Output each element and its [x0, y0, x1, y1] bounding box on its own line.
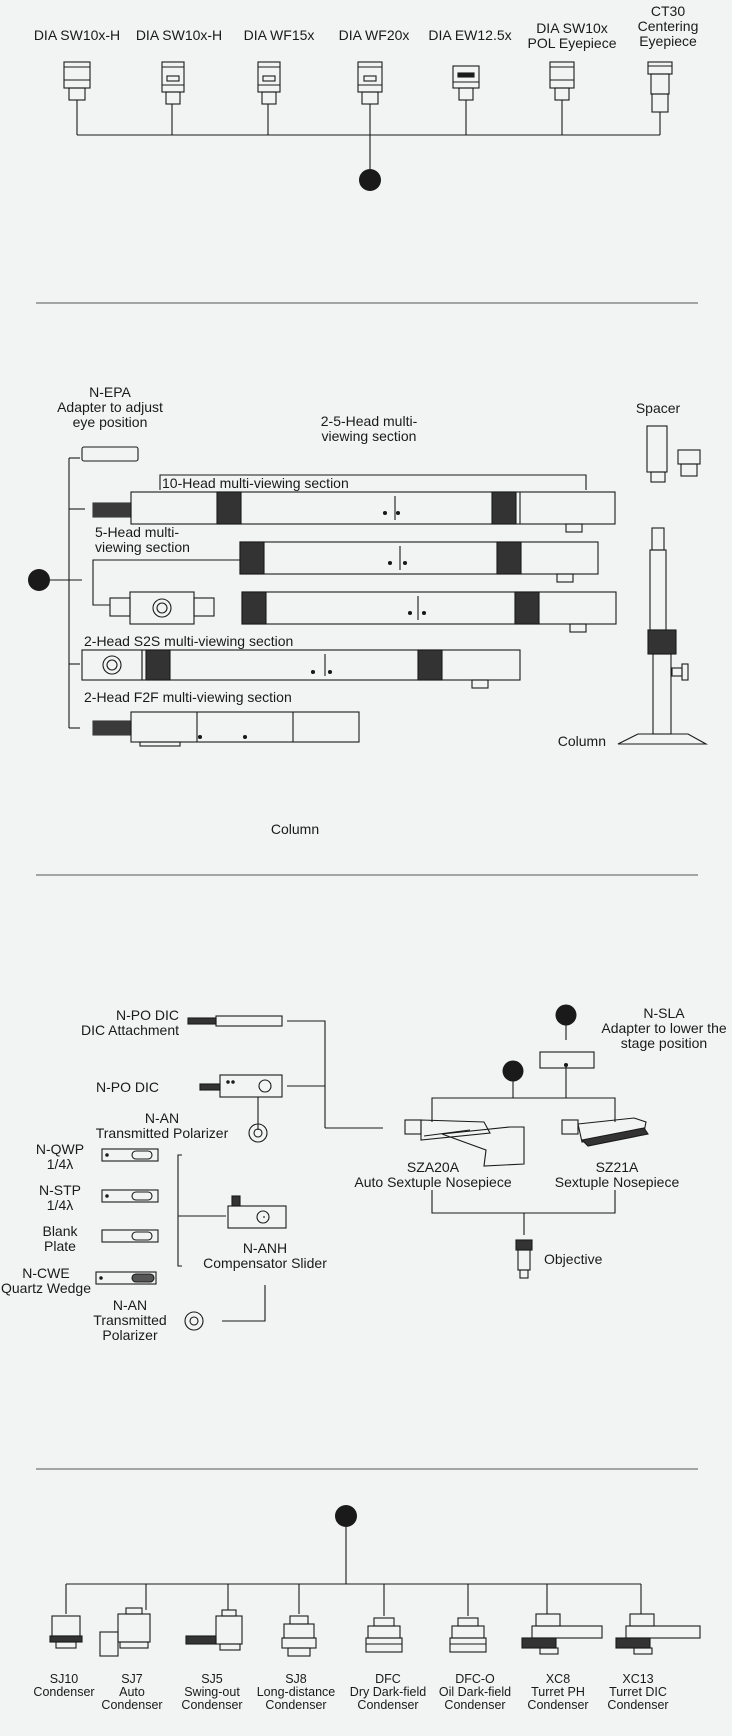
condenser-label: SJ7 Auto Condenser	[101, 1672, 163, 1712]
condenser-label: SJ8 Long-distance Condenser	[256, 1672, 336, 1712]
spacer-label: Spacer	[635, 400, 681, 416]
head2-s2s-bar-icon	[81, 649, 521, 689]
head25-label: 2-5-Head multi- viewing section	[320, 413, 418, 444]
nan-polarizer-label: N-AN Transmitted Polarizer	[95, 1110, 229, 1141]
eyepiece-label: DIA SW10x-H	[33, 27, 121, 43]
nanh-compensator-icon	[227, 1195, 287, 1229]
condenser-label: DFC-O Oil Dark-field Condenser	[438, 1672, 512, 1712]
sz21a-nosepiece-icon	[561, 1117, 649, 1147]
dfc-o-oil-darkfield-condenser-icon	[449, 1617, 487, 1653]
eyepiece-dia-sw10x-h-icon-1	[63, 61, 91, 101]
ncwe-slider-icon	[95, 1271, 157, 1285]
nan-polarizer-icon	[248, 1123, 268, 1143]
head5-bar-icon	[239, 541, 599, 583]
eyepiece-dia-wf15x-icon	[257, 61, 281, 105]
condenser-label: XC13 Turret DIC Condenser	[607, 1672, 669, 1712]
eyepiece-dia-wf20x-icon	[357, 61, 383, 105]
connector-dot	[335, 1505, 357, 1527]
xc13-turret-dic-condenser-icon	[615, 1613, 701, 1655]
connector-dot	[28, 569, 50, 591]
sj5-swing-out-condenser-icon	[185, 1609, 243, 1651]
column-icon	[617, 527, 709, 745]
column-caption: Column	[270, 821, 320, 837]
condenser-label: XC8 Turret PH Condenser	[527, 1672, 589, 1712]
xc8-turret-ph-condenser-icon	[521, 1613, 603, 1655]
npo-dic-label: N-PO DIC	[96, 1079, 159, 1095]
head2-f2f-label: 2-Head F2F multi-viewing section	[84, 689, 292, 705]
objective-icon	[515, 1239, 533, 1279]
column-label: Column	[557, 733, 606, 749]
connector-dot	[502, 1060, 524, 1082]
npo-dic-attachment-icon	[187, 1015, 283, 1027]
eyepiece-label: DIA SW10x-H	[135, 27, 223, 43]
blank-plate-label: Blank Plate	[42, 1223, 78, 1254]
blank-plate-slider-icon	[101, 1229, 159, 1243]
sj7-auto-condenser-icon	[99, 1607, 151, 1657]
head10-label: 10-Head multi-viewing section	[162, 475, 349, 491]
eyepiece-label: DIA WF15x	[243, 27, 315, 43]
head2-s2s-label: 2-Head S2S multi-viewing section	[84, 633, 294, 649]
sza20a-label: SZA20A Auto Sextuple Nosepiece	[354, 1159, 512, 1190]
nqwp-label: N-QWP 1/4λ	[35, 1141, 85, 1172]
sza20a-nosepiece-icon	[404, 1119, 525, 1167]
condenser-tree	[65, 1505, 642, 1616]
npo-dic-attachment-label: N-PO DIC DIC Attachment	[80, 1007, 179, 1038]
nsla-label: N-SLA Adapter to lower the stage positio…	[601, 1005, 727, 1051]
spacer-icon	[646, 425, 701, 483]
eyepiece-label: DIA EW12.5x	[428, 27, 512, 43]
sj8-long-distance-condenser-icon	[281, 1615, 317, 1657]
head2-f2f-bar-icon	[92, 711, 360, 747]
nosepiece-tree	[177, 1004, 616, 1322]
condenser-label: SJ10 Condenser	[33, 1672, 95, 1699]
sj10-condenser-icon	[49, 1615, 83, 1649]
dfc-dry-darkfield-condenser-icon	[365, 1617, 403, 1653]
connector-dot	[359, 169, 381, 191]
nqwp-slider-icon	[101, 1148, 159, 1162]
connector-dot	[555, 1004, 577, 1026]
head10-bar-icon	[92, 491, 616, 533]
sz21a-label: SZ21A Sextuple Nosepiece	[554, 1159, 680, 1190]
eyepiece-ct30-icon	[647, 61, 673, 113]
npo-dic-icon	[199, 1074, 283, 1098]
eyepiece-label: DIA WF20x	[338, 27, 410, 43]
ncwe-label: N-CWE Quartz Wedge	[0, 1265, 92, 1296]
nan-polarizer-2-icon	[184, 1311, 204, 1331]
eyepiece-label: CT30 Centering Eyepiece	[637, 3, 699, 49]
nstp-slider-icon	[101, 1189, 159, 1203]
condenser-label: SJ5 Swing-out Condenser	[181, 1672, 243, 1712]
eyepiece-dia-sw10x-h-icon-2	[161, 61, 185, 105]
n-epa-adapter-icon	[81, 446, 139, 462]
multiview-tree	[28, 457, 587, 729]
eyepiece-tree	[76, 100, 661, 191]
eyepiece-dia-ew12-5x-icon	[452, 65, 480, 101]
nan-polarizer-2-label: N-AN Transmitted Polarizer	[93, 1297, 167, 1343]
n-epa-label: N-EPA Adapter to adjust eye position	[57, 384, 163, 430]
nanh-label: N-ANH Compensator Slider	[203, 1240, 327, 1271]
nstp-label: N-STP 1/4λ	[39, 1182, 81, 1213]
eyepiece-pol-icon	[549, 61, 575, 101]
eyepiece-label: DIA SW10x POL Eyepiece	[527, 20, 617, 51]
head5-label: 5-Head multi- viewing section	[95, 524, 190, 555]
head5-viewer-icon	[109, 591, 617, 633]
condenser-label: DFC Dry Dark-field Condenser	[349, 1672, 427, 1712]
objective-label: Objective	[544, 1251, 603, 1267]
nsla-adapter-icon	[539, 1051, 595, 1069]
